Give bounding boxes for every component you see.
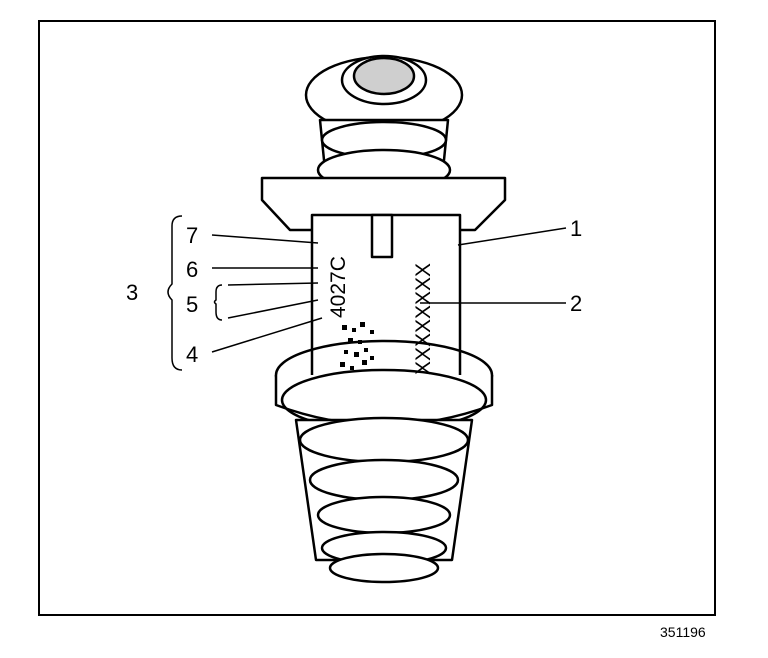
top-cap-core	[352, 56, 416, 96]
lower-ring-3	[316, 495, 452, 535]
lower-ring-1	[298, 416, 470, 464]
plate-tab	[370, 213, 394, 259]
callout-6: 6	[186, 257, 198, 282]
brace-5	[213, 284, 223, 321]
leader-1	[457, 227, 567, 246]
callout-7: 7	[186, 223, 198, 248]
brace-3	[167, 215, 183, 371]
part-code: 4027C	[327, 256, 350, 318]
leader-4	[211, 317, 323, 353]
callout-4: 4	[186, 342, 198, 367]
figure-frame	[38, 20, 716, 616]
callout-3: 3	[126, 280, 138, 305]
datamatrix-code	[340, 322, 374, 370]
leader-5b	[227, 299, 319, 319]
lower-ring-2	[308, 458, 460, 502]
callout-2: 2	[570, 291, 582, 316]
callout-5: 5	[186, 292, 198, 317]
figure-number: 351196	[660, 624, 706, 640]
leader-7	[211, 234, 319, 244]
bottom-tip	[328, 552, 440, 584]
leader-5a	[227, 282, 319, 286]
callout-1: 1	[570, 216, 582, 241]
serial-number: XXXXXXXX	[412, 263, 435, 375]
